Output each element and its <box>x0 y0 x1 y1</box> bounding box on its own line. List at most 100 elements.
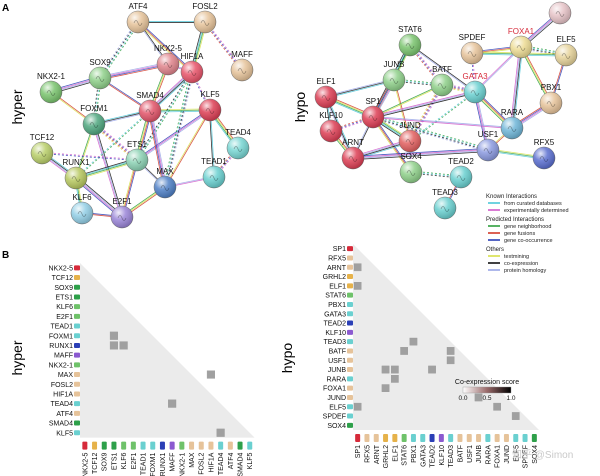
hypo-node-tead3[interactable]: TEAD3 <box>432 188 458 220</box>
hypo-col-tag-sp1 <box>355 434 361 442</box>
hypo-row-tag-spdef <box>347 413 353 419</box>
hyper-node-klf6[interactable]: KLF6 <box>70 193 94 225</box>
hyper-row-label-maff: MAFF <box>54 353 73 360</box>
hyper-node-foxm1[interactable]: FOXM1 <box>80 104 108 136</box>
hypo-col-tag-stat6 <box>401 434 407 442</box>
hypo-node-label-elf5: ELF5 <box>556 35 576 44</box>
hyper-node-label-klf5: KLF5 <box>200 90 220 99</box>
hyper-node-label-sox9: SOX9 <box>89 58 111 67</box>
legend-known-item-0: from curated databases <box>488 201 562 207</box>
hyper-row-label-tead1: TEAD1 <box>50 324 73 331</box>
hypo-row-tag-elf1 <box>347 283 353 289</box>
hypo-node-label-rfx5: RFX5 <box>534 138 555 147</box>
hypo-node-elf1[interactable]: ELF1 <box>314 77 338 109</box>
hyper-node-tead4[interactable]: TEAD4 <box>225 128 251 160</box>
hypo-node-stat6[interactable]: STAT6 <box>398 25 422 57</box>
hypo-col-tag-klf10 <box>438 434 444 442</box>
hyper-col-label-nkx2-5: NKX2-5 <box>82 452 89 476</box>
hyper-col-label-atf4: ATF4 <box>228 453 235 470</box>
hypo-node-label-gata3: GATA3 <box>462 72 488 81</box>
hyper-node-fosl2[interactable]: FOSL2 <box>192 2 218 34</box>
hypo-node-elf5[interactable]: ELF5 <box>554 35 578 67</box>
legend-predicted-item-0: gene neighborhood <box>488 224 551 230</box>
hypo-node-usf1[interactable]: USF1 <box>476 130 500 162</box>
hyper-node-tead1[interactable]: TEAD1 <box>201 157 227 189</box>
hyper-col-tag-hif1a <box>208 441 214 450</box>
hyper-edge-hif1a-klf5 <box>191 71 211 111</box>
hyper-row-tag-runx1 <box>74 342 80 348</box>
hypo-row-tag-sp1 <box>347 246 353 252</box>
hyper-node-e2f1[interactable]: E2F1 <box>110 197 134 229</box>
hypo-node-batf[interactable]: BATF <box>430 65 454 97</box>
hyper-node-max[interactable]: MAX <box>153 167 177 199</box>
hypo-node-gata3[interactable]: GATA3 <box>462 72 488 104</box>
hypo-node-junb[interactable]: JUNB <box>382 60 406 92</box>
hyper-node-label-nkx2-5: NKX2-5 <box>154 44 183 53</box>
hypo-node-spdef[interactable]: SPDEF <box>459 33 486 65</box>
hyper-row-tag-sox9 <box>74 284 80 290</box>
hypo-node-grhl2[interactable]: GRHL2 <box>547 0 574 25</box>
hyper-row-label-klf6: KLF6 <box>56 304 73 311</box>
hyper-row-label-smad4: SMAD4 <box>49 421 73 428</box>
hypo-node-arnt[interactable]: ARNT <box>341 138 365 170</box>
legend-others-label-1: co-expression <box>504 261 538 267</box>
hypo-cell-tead3-pbx1 <box>409 337 418 346</box>
hyper-node-label-max: MAX <box>156 167 174 176</box>
hypo-node-pbx1[interactable]: PBX1 <box>539 83 563 115</box>
hyper-node-hif1a[interactable]: HIF1A <box>181 52 204 84</box>
hyper-node-sox9[interactable]: SOX9 <box>88 58 112 90</box>
hyper-row-tag-klf5 <box>74 430 80 436</box>
hypo-row-tag-pbx1 <box>347 301 353 307</box>
hypo-col-tag-grhl2 <box>383 434 389 442</box>
hyper-node-maff[interactable]: MAFF <box>230 50 254 82</box>
hyper-edge-sox9-nkx2-5 <box>99 61 169 81</box>
hypo-node-klf10[interactable]: KLF10 <box>319 111 343 143</box>
hypo-row-label-pbx1: PBX1 <box>328 302 346 309</box>
hypo-row-tag-tead3 <box>347 339 353 345</box>
hyper-network-label: hyper <box>9 89 25 124</box>
legend-predicted-label-2: gene co-occurrence <box>504 238 553 244</box>
hyper-node-runx1[interactable]: RUNX1 <box>62 158 90 190</box>
hypo-node-rfx5[interactable]: RFX5 <box>532 138 556 170</box>
hypo-col-tag-gata3 <box>420 434 426 442</box>
hypo-network-label: hypo <box>292 92 308 123</box>
hyper-node-smad4[interactable]: SMAD4 <box>136 91 164 123</box>
hypo-node-label-arnt: ARNT <box>342 138 364 147</box>
hypo-col-label-arnt: ARNT <box>374 444 381 464</box>
hypo-node-jund[interactable]: JUND <box>398 121 422 153</box>
hyper-col-label-runx1: RUNX1 <box>160 452 167 476</box>
hyper-node-label-smad4: SMAD4 <box>136 91 164 100</box>
hyper-node-nkx2-5[interactable]: NKX2-5 <box>154 44 183 76</box>
hyper-col-label-max: MAX <box>189 452 196 468</box>
hyper-row-tag-e2f1 <box>74 313 80 319</box>
hypo-row-label-klf10: KLF10 <box>325 330 346 337</box>
hyper-node-atf4[interactable]: ATF4 <box>126 2 150 34</box>
hypo-matrix-label: hypo <box>279 343 295 374</box>
hypo-col-label-sox4: SOX4 <box>532 445 539 464</box>
hypo-col-label-pbx1: PBX1 <box>411 445 418 463</box>
hypo-node-sox4[interactable]: SOX4 <box>399 152 423 184</box>
hyper-node-klf5[interactable]: KLF5 <box>198 90 222 122</box>
hyper-node-tcf12[interactable]: TCF12 <box>30 133 55 165</box>
hypo-node-rara[interactable]: RARA <box>500 108 524 140</box>
hyper-node-nkx2-1[interactable]: NKX2-1 <box>37 72 66 104</box>
hyper-node-label-ets1: ETS1 <box>127 140 148 149</box>
hypo-col-tag-pbx1 <box>410 434 416 442</box>
hypo-col-tag-usf1 <box>466 434 472 442</box>
hypo-node-sp1[interactable]: SP1 <box>361 97 385 129</box>
hypo-node-tead2[interactable]: TEAD2 <box>448 157 474 189</box>
hyper-row-label-ets1: ETS1 <box>55 294 73 301</box>
hyper-row-label-runx1: RUNX1 <box>49 343 73 350</box>
hypo-node-foxa1[interactable]: FOXA1 <box>508 27 535 59</box>
hyper-node-ets1[interactable]: ETS1 <box>125 140 149 172</box>
hypo-cell-rara-elf1 <box>391 375 399 383</box>
hyper-col-tag-atf4 <box>227 441 233 450</box>
legend-others-item-0: textmining <box>488 254 529 260</box>
legend-others-item-2: protein homology <box>488 268 546 274</box>
hypo-col-tag-arnt <box>373 434 379 442</box>
hyper-row-tag-tead4 <box>74 401 80 407</box>
hypo-cell-junb-tead2 <box>428 365 436 374</box>
